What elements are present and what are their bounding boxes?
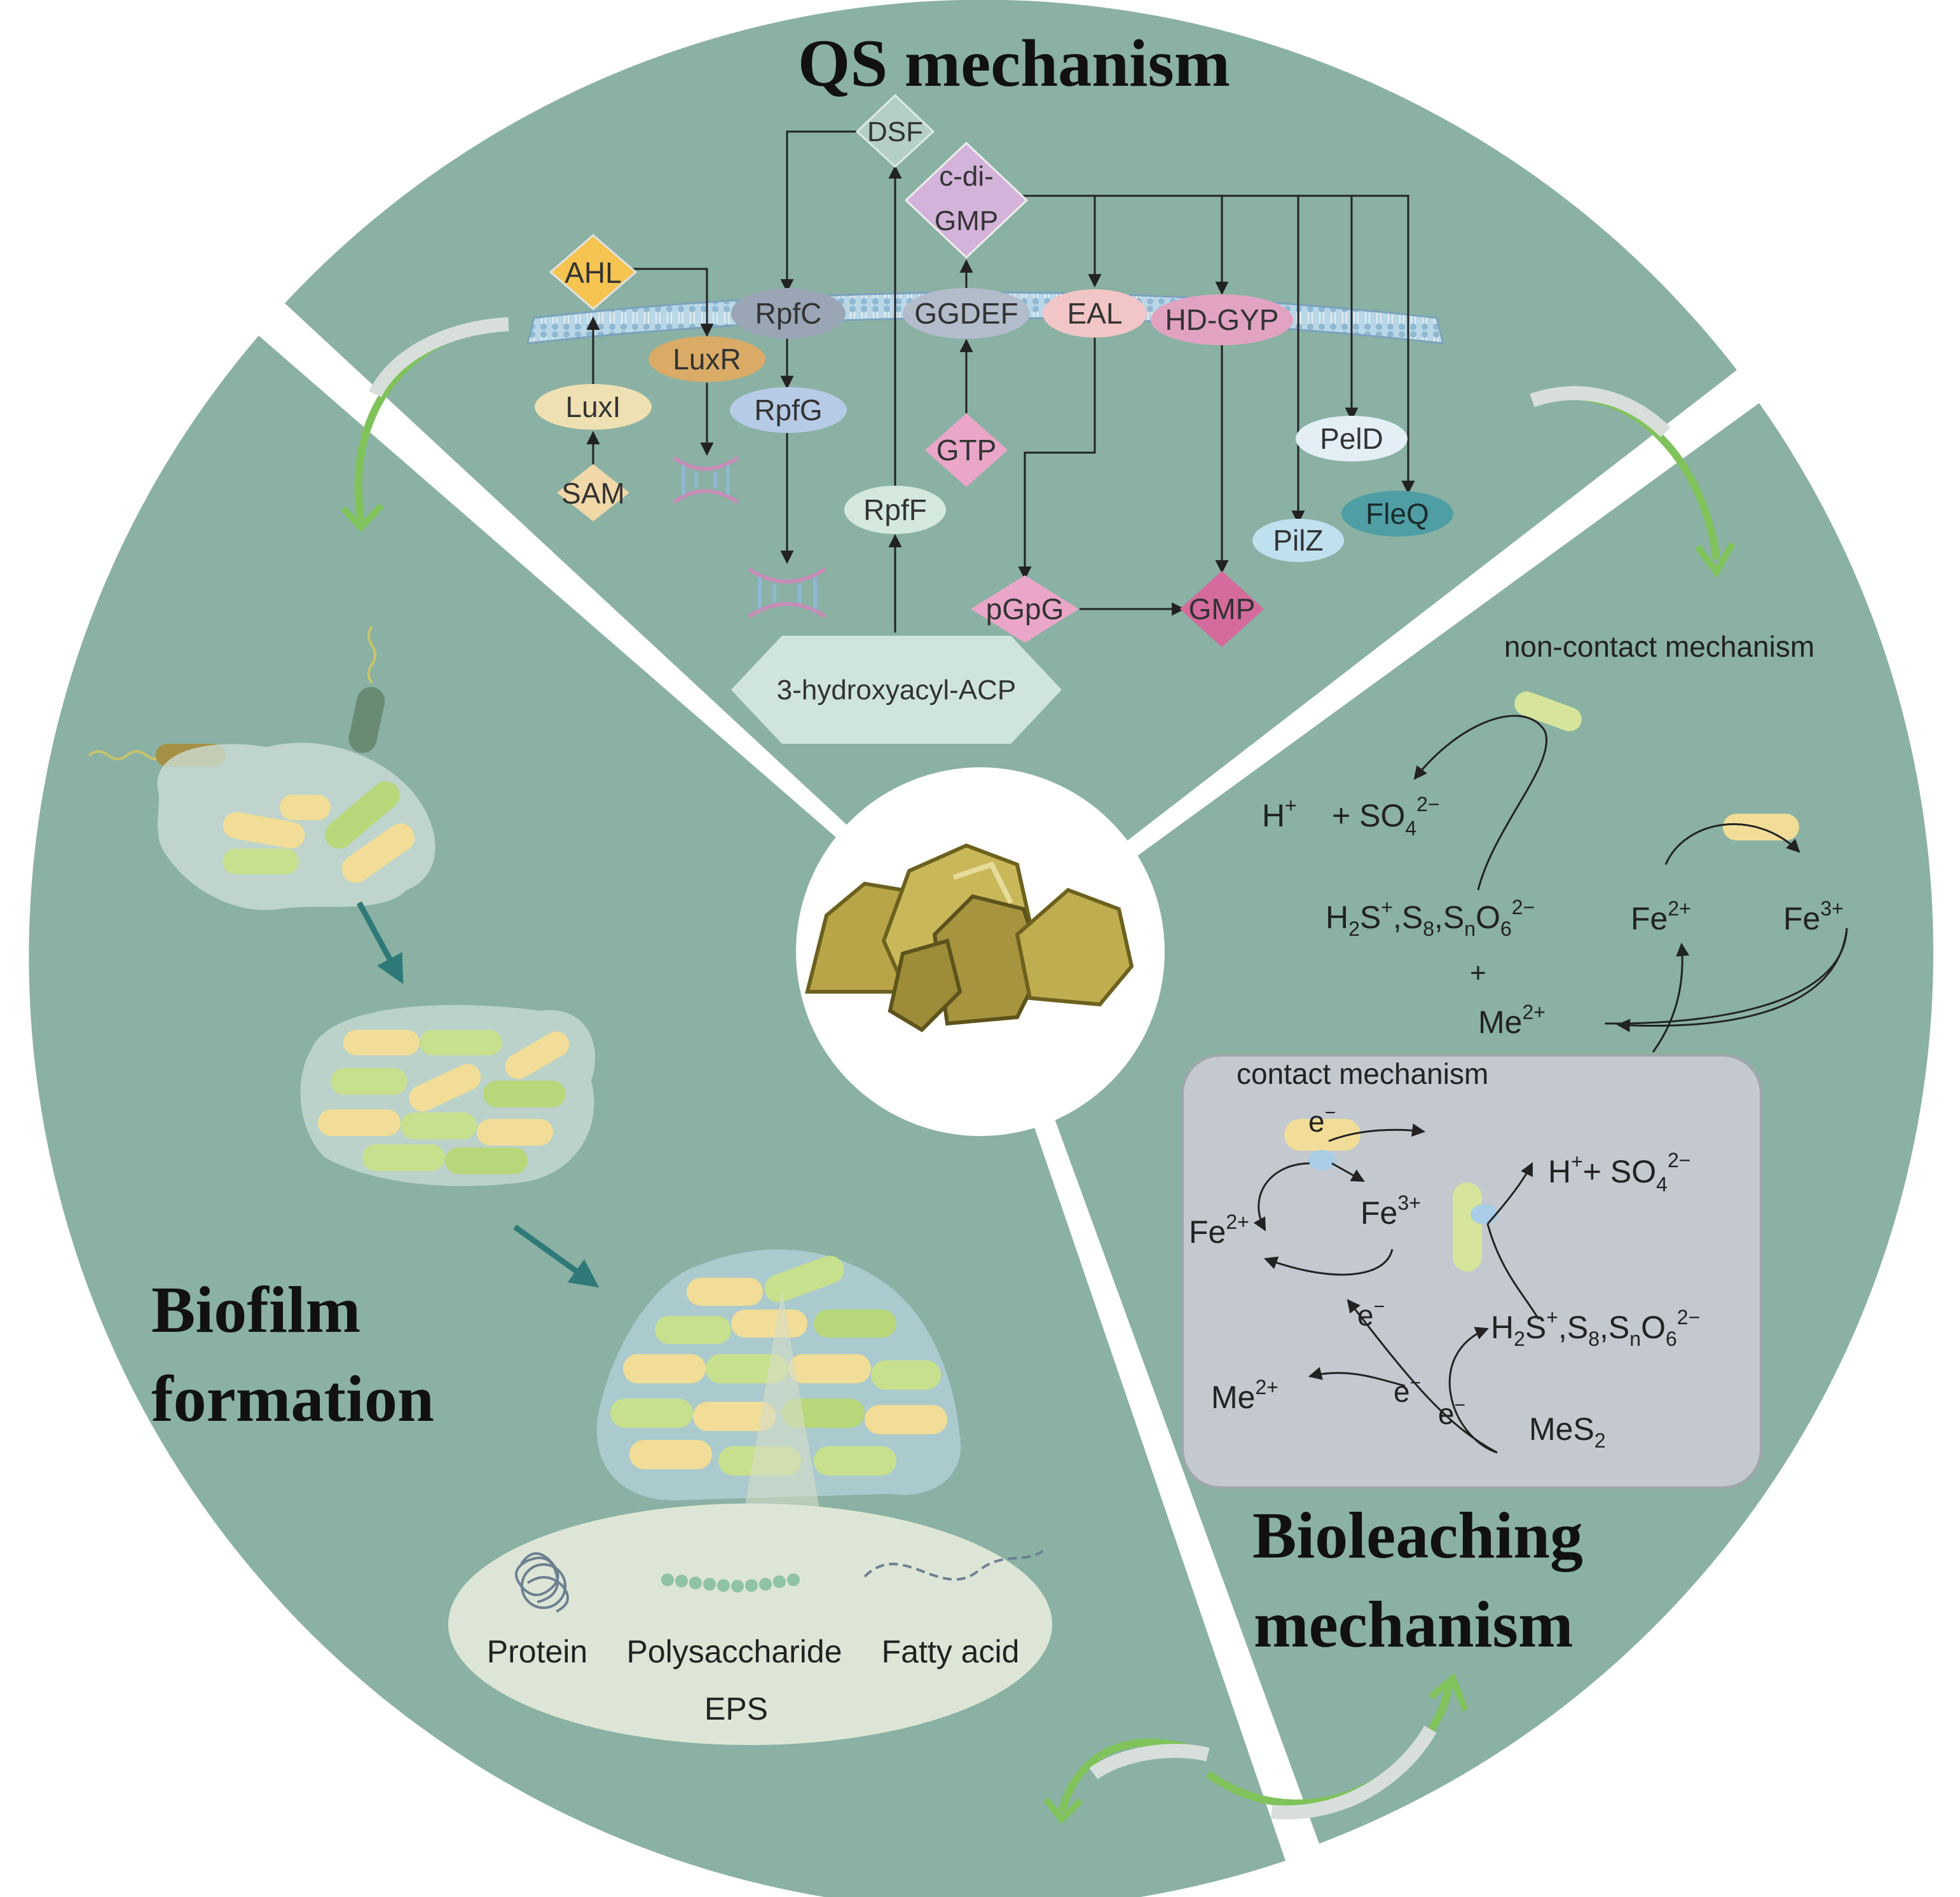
pilz-node: PilZ bbox=[1252, 519, 1344, 562]
dsf-node: DSF bbox=[855, 93, 935, 168]
stage-arrow bbox=[513, 1224, 600, 1288]
noncontact-title: non-contact mechanism bbox=[1504, 630, 1814, 663]
mes2-contact: MeS2 bbox=[1529, 1411, 1606, 1452]
svg-text:3-hydroxyacyl-ACP: 3-hydroxyacyl-ACP bbox=[777, 675, 1017, 706]
c-di-gmp-node: c-di- GMP bbox=[904, 141, 1029, 259]
contact-title: contact mechanism bbox=[1237, 1057, 1488, 1090]
svg-text:EAL: EAL bbox=[1067, 297, 1123, 330]
qs-title: QS mechanism bbox=[798, 26, 1230, 100]
stage-arrow bbox=[357, 901, 404, 984]
gmp-node: GMP bbox=[1180, 571, 1264, 647]
fe2-contact: Fe2+ bbox=[1189, 1210, 1249, 1250]
bioleaching-diagram: non-contact mechanism H+ + SO42− H2S+,S8… bbox=[1181, 630, 1848, 1489]
electron-label: e− bbox=[1308, 1102, 1336, 1138]
sam-node: SAM bbox=[557, 464, 629, 521]
svg-text:FleQ: FleQ bbox=[1366, 497, 1429, 530]
svg-text:GTP: GTP bbox=[936, 434, 997, 467]
biofilm-title-line2: formation bbox=[151, 1362, 434, 1435]
svg-text:GMP: GMP bbox=[935, 205, 998, 236]
rpff-node: RpfF bbox=[844, 486, 946, 534]
cycle-arrow-icon bbox=[1043, 1739, 1210, 1825]
bacteria-cluster-3 bbox=[610, 1256, 947, 1476]
fe3-contact: Fe3+ bbox=[1360, 1191, 1421, 1231]
bacteria-cluster-2 bbox=[318, 1030, 570, 1174]
noncontact-sulfur-species: H2S+,S8,SnO62− bbox=[1326, 896, 1535, 940]
luxi-node: LuxI bbox=[535, 384, 652, 430]
bacterium-icon bbox=[1284, 1119, 1360, 1170]
svg-text:PilZ: PilZ bbox=[1273, 524, 1323, 557]
svg-text:LuxR: LuxR bbox=[673, 343, 741, 376]
rpfg-node: RpfG bbox=[730, 387, 847, 433]
plus-sign: + bbox=[1470, 957, 1486, 989]
dna-icon bbox=[748, 567, 826, 619]
eps-label: EPS bbox=[704, 1691, 768, 1727]
electron-label: e− bbox=[1357, 1296, 1385, 1332]
svg-text:LuxI: LuxI bbox=[566, 390, 621, 423]
fatty-acid-icon bbox=[863, 1550, 1044, 1581]
fleq-node: FleQ bbox=[1341, 491, 1453, 537]
bacteria-cluster-1 bbox=[223, 781, 415, 883]
contact-box bbox=[1181, 1054, 1762, 1489]
svg-text:GMP: GMP bbox=[1189, 592, 1256, 626]
fe3-noncontact: Fe3+ bbox=[1783, 897, 1844, 936]
gtp-node: GTP bbox=[925, 413, 1008, 487]
bioleaching-title-line2: mechanism bbox=[1254, 1588, 1573, 1661]
ggdef-node: GGDEF bbox=[903, 288, 1030, 339]
protein-icon bbox=[515, 1552, 569, 1613]
fe2-noncontact: Fe2+ bbox=[1631, 897, 1691, 936]
peld-node: PelD bbox=[1296, 416, 1408, 462]
ore-rock-icon bbox=[805, 843, 1134, 1032]
eps-composition: Protein Polysaccharide Fatty acid EPS bbox=[448, 1503, 1052, 1745]
rpfc-node: RpfC bbox=[731, 288, 846, 339]
svg-text:pGpG: pGpG bbox=[986, 592, 1064, 626]
svg-text:DSF: DSF bbox=[867, 116, 923, 147]
fatty-acid-label: Fatty acid bbox=[882, 1634, 1020, 1669]
svg-text:H2S+,S8,SnO62−: H2S+,S8,SnO62− bbox=[1326, 896, 1535, 940]
biofilm-title-line1: Biofilm bbox=[151, 1273, 360, 1346]
cycle-arrow-icon bbox=[1205, 1673, 1469, 1819]
panel-qs bbox=[285, 0, 1737, 952]
luxr-node: LuxR bbox=[648, 336, 765, 382]
svg-text:SAM: SAM bbox=[561, 477, 625, 510]
bacterium-icon bbox=[1514, 691, 1582, 732]
protein-label: Protein bbox=[487, 1634, 587, 1669]
me2-contact: Me2+ bbox=[1211, 1376, 1278, 1415]
qs-diagram: DSF c-di- GMP AHL RpfC GGDEF EAL HD-GY bbox=[526, 93, 1453, 744]
bacterium-icon bbox=[1723, 814, 1799, 840]
svg-text:AHL: AHL bbox=[565, 256, 621, 289]
zoom-cone bbox=[744, 1291, 820, 1513]
acp-node: 3-hydroxyacyl-ACP bbox=[731, 636, 1062, 744]
bioleaching-title-line1: Bioleaching bbox=[1252, 1499, 1583, 1572]
electron-label: e− bbox=[1438, 1395, 1465, 1430]
svg-text:RpfF: RpfF bbox=[863, 493, 927, 526]
svg-text:H+: H+ bbox=[1262, 794, 1297, 833]
svg-text:c-di-: c-di- bbox=[939, 161, 994, 192]
pgpg-node: pGpG bbox=[971, 575, 1079, 643]
svg-text:RpfC: RpfC bbox=[755, 297, 822, 330]
svg-text:RpfG: RpfG bbox=[754, 394, 822, 427]
polysaccharide-icon bbox=[661, 1573, 800, 1592]
noncontact-products: H+ + SO42− bbox=[1262, 793, 1440, 840]
biofilm-diagram: Protein Polysaccharide Fatty acid EPS bbox=[88, 625, 1052, 1745]
dna-icon bbox=[673, 456, 739, 504]
bacterium-icon bbox=[348, 625, 385, 753]
eal-node: EAL bbox=[1043, 289, 1147, 338]
svg-text:+ SO42−: + SO42− bbox=[1332, 793, 1440, 840]
svg-text:PelD: PelD bbox=[1320, 422, 1383, 455]
svg-text:HD-GYP: HD-GYP bbox=[1165, 303, 1279, 336]
polysaccharide-label: Polysaccharide bbox=[626, 1634, 842, 1669]
electron-label: e− bbox=[1394, 1373, 1421, 1408]
cycle-arrow-icon bbox=[1530, 386, 1736, 579]
svg-text:GGDEF: GGDEF bbox=[914, 297, 1018, 330]
cycle-arrow-icon bbox=[341, 317, 509, 533]
hd-gyp-node: HD-GYP bbox=[1151, 294, 1293, 345]
ahl-node: AHL bbox=[549, 234, 638, 310]
me2-noncontact: Me2+ bbox=[1478, 1001, 1545, 1040]
panel-biofilm bbox=[29, 336, 1285, 1897]
contact-h-so4: H++ SO42− bbox=[1548, 1149, 1690, 1196]
